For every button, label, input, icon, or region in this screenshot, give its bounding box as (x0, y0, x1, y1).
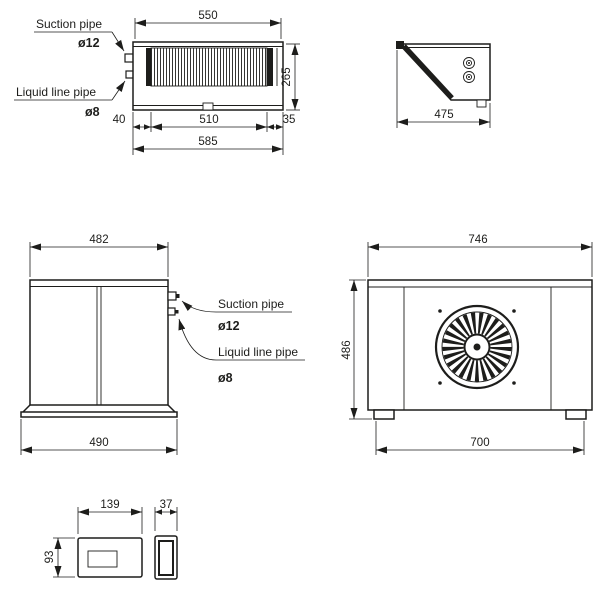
fan-screw (438, 309, 442, 313)
dim-510: 510 (199, 114, 218, 126)
condensing-unit-side-view: 482 Suction pipe ø12 Liquid line pipe ø8… (20, 234, 305, 455)
right-foot (565, 409, 587, 420)
dim-490: 490 (89, 437, 108, 449)
controller-side (154, 535, 178, 580)
dim-746: 746 (468, 234, 487, 246)
liquid-line-label: Liquid line pipe (16, 85, 96, 99)
dim-37: 37 (160, 499, 173, 511)
liquid-fitting (167, 307, 176, 316)
dim-585: 585 (198, 136, 217, 148)
liquid-leader-arrow (111, 80, 126, 101)
liquid-leader-arrow (178, 318, 217, 361)
condensing-unit-front-view: 746 486 700 (341, 234, 593, 455)
dim-40: 40 (113, 114, 126, 126)
fan-blades (442, 312, 512, 382)
dim-482: 482 (89, 234, 108, 246)
coil-right-cap (267, 48, 273, 86)
fan-screw (512, 381, 516, 385)
dim-700: 700 (470, 437, 489, 449)
profile-corner-cap (396, 41, 404, 49)
coil-fins (150, 47, 268, 87)
controller-views: 139 37 93 (44, 499, 178, 580)
dim-475: 475 (434, 109, 453, 121)
suction-pipe-label: Suction pipe (218, 297, 284, 311)
dim-35: 35 (283, 114, 296, 126)
dim-265: 265 (281, 67, 293, 86)
liquid-line-diameter: ø8 (218, 371, 233, 385)
liquid-line-label: Liquid line pipe (218, 345, 298, 359)
drain-notch (202, 102, 214, 111)
dim-550: 550 (198, 10, 217, 22)
fan-screw (438, 381, 442, 385)
suction-leader-arrow (111, 31, 125, 52)
dim-139: 139 (100, 499, 119, 511)
controller-display (87, 550, 118, 568)
suction-pipe-diameter: ø12 (218, 319, 240, 333)
left-foot (373, 409, 395, 420)
dim-486: 486 (341, 340, 353, 359)
coil-left-cap (146, 48, 151, 86)
fan-screw (512, 309, 516, 313)
controller-side-inner (158, 540, 174, 576)
evaporator-side-view: 475 (396, 41, 491, 128)
liquid-line-diameter: ø8 (85, 105, 100, 119)
angled-panel (402, 44, 454, 100)
profile-foot (476, 99, 487, 108)
suction-pipe-diameter: ø12 (78, 36, 100, 50)
side-body (29, 279, 169, 406)
suction-pipe-label: Suction pipe (36, 17, 102, 31)
dim-93: 93 (44, 551, 56, 564)
suction-fitting (167, 291, 177, 301)
suction-leader-arrow (181, 300, 217, 313)
base-plate (20, 411, 178, 418)
fan-grill (434, 304, 520, 390)
evaporator-top-view: Suction pipe ø12 Liquid line pipe ø8 550… (14, 10, 300, 155)
